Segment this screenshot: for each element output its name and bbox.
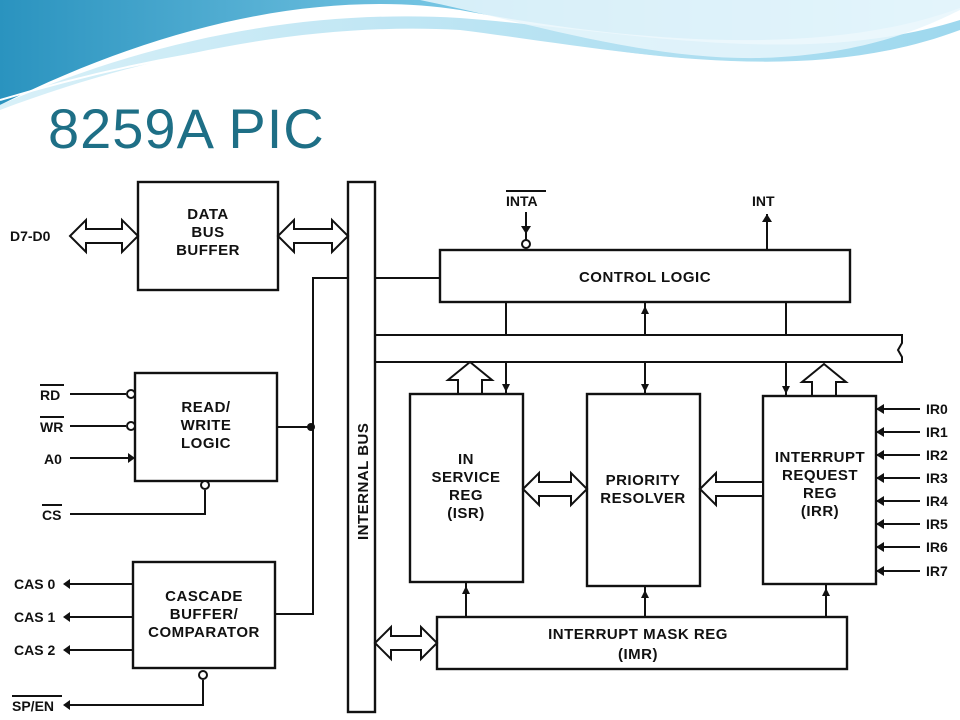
irr-priority-arrow [698,470,764,508]
cas2-label: CAS 2 [14,642,55,658]
ir1-label: IR1 [926,424,948,440]
cas0-label: CAS 0 [14,576,55,592]
int-label: INT [752,193,775,209]
data-bus-buffer-label-1: DATA [187,206,228,223]
cascade-label-3: COMPARATOR [148,624,260,641]
priority-label-1: PRIORITY [606,472,681,489]
isr-label-4: (ISR) [447,505,485,522]
d7-d0-label: D7-D0 [10,228,51,244]
isr-priority-arrow [521,470,589,508]
internal-bus-label: INTERNAL BUS [355,423,372,540]
cascade-label-2: BUFFER/ [170,606,239,623]
cas1-label: CAS 1 [14,609,55,625]
cascade-buffer-block [131,560,277,670]
inta-label: INTA [506,193,538,209]
priority-resolver-block [585,392,702,588]
ir0-label: IR0 [926,401,948,417]
data-bus-arrow [68,217,140,255]
sp-en-label: SP/EN [12,698,54,714]
ir4-label: IR4 [926,493,948,509]
rd-label: RD [40,387,60,403]
ir7-label: IR7 [926,563,948,579]
isr-label-1: IN [458,451,474,468]
irr-up-arrow [799,362,849,397]
read-write-label-2: WRITE [181,417,232,434]
irr-label-3: REG [803,485,837,502]
imr-bus-arrow [373,624,439,662]
ir-inputs: IR0 IR1 IR2 IR3 IR4 IR5 IR6 IR7 [876,401,948,579]
irr-label-1: INTERRUPT [775,449,865,466]
read-write-label-3: LOGIC [181,435,231,452]
imr-block [435,615,849,671]
isr-label-2: SERVICE [431,469,500,486]
isr-up-arrow [445,360,495,395]
control-logic-label: CONTROL LOGIC [579,269,711,286]
data-bus-buffer-label-2: BUS [191,224,224,241]
slide-title: 8259A PIC [48,97,325,160]
buffer-to-bus-arrow [276,217,350,255]
internal-bus [346,180,377,714]
header-wave-decoration [0,0,960,110]
irr-block [761,394,878,586]
ir3-label: IR3 [926,470,948,486]
ir2-label: IR2 [926,447,948,463]
a0-label: A0 [44,451,62,467]
irr-label-2: REQUEST [782,467,858,484]
read-write-label-1: READ/ [181,399,231,416]
isr-label-3: REG [449,487,483,504]
cascade-label-1: CASCADE [165,588,243,605]
imr-label-2: (IMR) [618,646,658,663]
cs-label: CS [42,507,61,523]
irr-label-4: (IRR) [801,503,839,520]
isr-block [408,392,525,584]
ir5-label: IR5 [926,516,948,532]
control-logic-block [438,248,852,304]
priority-label-2: RESOLVER [600,490,685,507]
wr-label: WR [40,419,63,435]
ir6-label: IR6 [926,539,948,555]
data-bus-buffer-label-3: BUFFER [176,242,240,259]
imr-label-1: INTERRUPT MASK REG [548,626,728,643]
